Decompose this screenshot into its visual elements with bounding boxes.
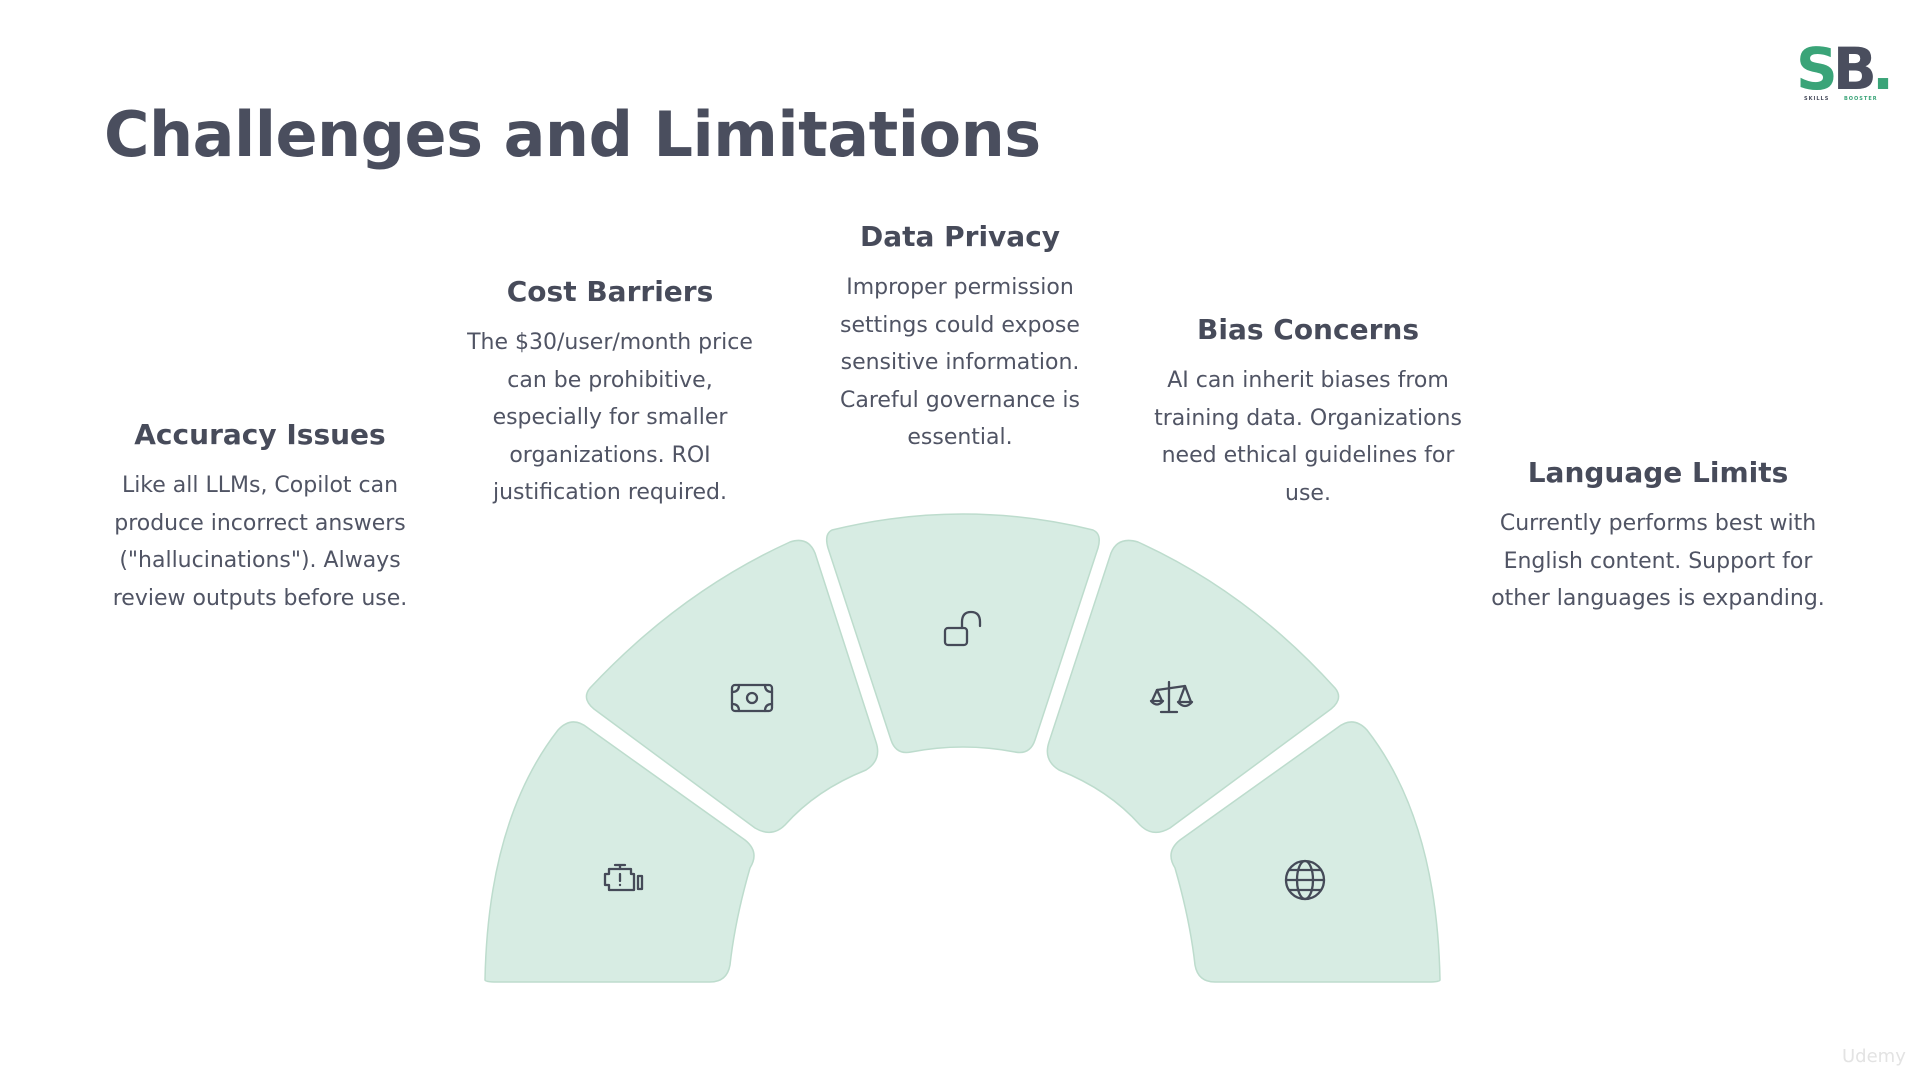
logo-subtitle-skills: SKILLS xyxy=(1804,96,1830,102)
segment-language-shape xyxy=(1170,721,1441,983)
logo-letter-b: B xyxy=(1832,35,1877,103)
logo-letters: SB. xyxy=(1796,35,1894,103)
item-title: Data Privacy xyxy=(859,220,1061,253)
item-cost-barriers: Cost Barriers The $30/user/month price c… xyxy=(455,272,765,512)
segment-accuracy-shape xyxy=(484,721,755,983)
segment-cost-shape xyxy=(585,539,879,834)
item-accuracy-issues: Accuracy Issues Like all LLMs, Copilot c… xyxy=(100,415,420,617)
segment-language xyxy=(1170,721,1441,983)
item-description: Currently performs best with English con… xyxy=(1491,511,1825,611)
logo-letter-s: S xyxy=(1796,35,1838,103)
item-title: Cost Barriers xyxy=(506,275,714,308)
item-title: Language Limits xyxy=(1527,456,1789,489)
logo-subtitle-booster: BOOSTER xyxy=(1844,96,1878,102)
item-description: Like all LLMs, Copilot can produce incor… xyxy=(112,473,408,611)
item-language-limits: Language Limits Currently performs best … xyxy=(1488,453,1828,618)
segment-privacy-shape xyxy=(825,513,1100,754)
item-description: The $30/user/month price can be prohibit… xyxy=(467,330,753,505)
engine-warning-icon xyxy=(603,863,644,892)
segment-bias xyxy=(1046,539,1340,834)
logo-dot: . xyxy=(1872,35,1894,103)
skills-booster-logo: SB. SKILLS BOOSTER xyxy=(1796,35,1894,108)
segment-cost xyxy=(585,539,879,834)
item-title: Accuracy Issues xyxy=(134,418,386,451)
item-bias-concerns: Bias Concerns AI can inherit biases from… xyxy=(1148,310,1468,512)
slide-title: Challenges and Limitations xyxy=(104,98,1041,171)
item-description: Improper permission settings could expos… xyxy=(840,275,1080,450)
segment-bias-shape xyxy=(1046,539,1340,834)
money-bill-icon xyxy=(730,683,774,713)
segment-privacy xyxy=(825,513,1100,754)
item-title: Bias Concerns xyxy=(1197,313,1419,346)
udemy-watermark: Udemy xyxy=(1842,1046,1906,1067)
item-description: AI can inherit biases from training data… xyxy=(1154,368,1462,506)
segment-accuracy xyxy=(484,721,755,983)
unlock-icon xyxy=(943,610,982,647)
balance-scale-icon xyxy=(1149,680,1194,714)
globe-icon xyxy=(1284,859,1326,901)
item-data-privacy: Data Privacy Improper permission setting… xyxy=(820,217,1100,457)
